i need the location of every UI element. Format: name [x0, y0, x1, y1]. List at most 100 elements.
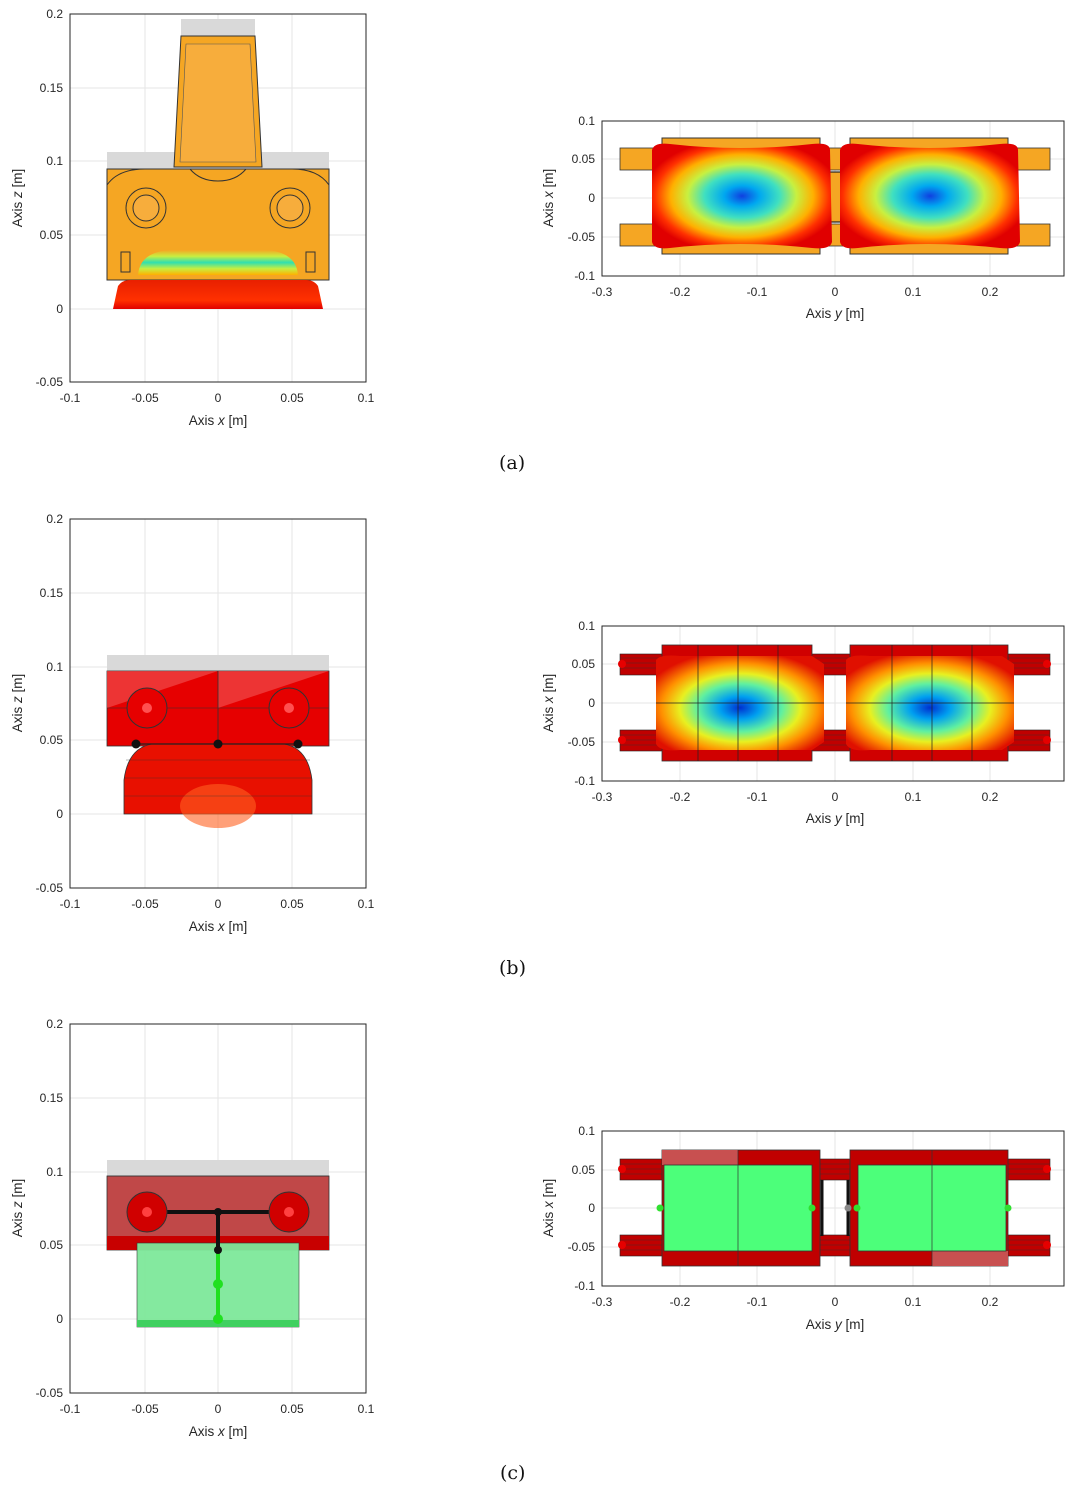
x-axis-label: Axis y [m]: [806, 811, 865, 826]
joint-right: [293, 739, 303, 749]
ytick: -0.1: [574, 774, 595, 788]
ytick: 0.1: [46, 154, 63, 168]
wheel-right-hub-icon: [276, 194, 304, 222]
xtick: 0.1: [905, 790, 922, 804]
panel-b-front: [69, 518, 367, 889]
ticks-c-front: -0.1 -0.05 0 0.05 0.1 -0.05 0 0.05 0.1 0…: [10, 1017, 375, 1439]
xtick: -0.3: [592, 1295, 613, 1309]
pressure-glow: [180, 784, 256, 828]
ytick: 0.2: [46, 1017, 63, 1031]
joint-left: [131, 739, 141, 749]
x-axis-label: Axis y [m]: [806, 306, 865, 321]
plot-box: [601, 1130, 1065, 1287]
ytick: 0.2: [46, 7, 63, 21]
xtick: -0.3: [592, 285, 613, 299]
wheel-right-hub-icon: [284, 1207, 294, 1217]
ytick: -0.1: [574, 269, 595, 283]
ytick: -0.1: [574, 1279, 595, 1293]
xtick: 0.1: [905, 285, 922, 299]
xtick: 0.2: [982, 285, 999, 299]
top-cover: [107, 1160, 329, 1176]
wheel-left-hub-icon: [142, 1207, 152, 1217]
xtick: 0.05: [280, 897, 304, 911]
y-axis-label: Axis z [m]: [10, 1179, 25, 1238]
ytick: 0.2: [46, 512, 63, 526]
ytick: -0.05: [36, 375, 64, 389]
mast-inner: [179, 43, 257, 163]
xtick: 0.05: [280, 1402, 304, 1416]
end-marker: [618, 660, 626, 668]
end-marker: [618, 736, 626, 744]
wheel-left-hub-icon: [142, 703, 152, 713]
xtick: -0.05: [131, 1402, 159, 1416]
xtick: 0: [832, 790, 839, 804]
ytick: 0.1: [46, 1165, 63, 1179]
xtick: -0.05: [131, 897, 159, 911]
ytick: 0: [588, 1201, 595, 1215]
x-axis-label: Axis x [m]: [189, 1424, 248, 1439]
joint-green: [213, 1279, 223, 1289]
xtick: -0.1: [60, 897, 81, 911]
ytick: 0: [588, 696, 595, 710]
y-axis-label: Axis x [m]: [541, 1179, 556, 1238]
ytick: 0: [588, 191, 595, 205]
ytick: 0.1: [578, 1124, 595, 1138]
joint-center: [213, 739, 223, 749]
xtick: 0.2: [982, 790, 999, 804]
frame-shade: [662, 1150, 738, 1165]
plot-box: [601, 120, 1065, 277]
x-axis-label: Axis x [m]: [189, 413, 248, 428]
ytick: 0.05: [40, 1238, 64, 1252]
joint-green: [808, 1204, 816, 1212]
bracket-right: [305, 251, 316, 273]
ytick: 0.05: [572, 1163, 596, 1177]
joint-gray: [844, 1204, 852, 1212]
panel-a-front: [69, 13, 367, 383]
subfigure-caption-b: (b): [499, 957, 526, 979]
xtick: 0.1: [358, 897, 375, 911]
plot-box: [601, 625, 1065, 782]
ytick: -0.05: [36, 881, 64, 895]
top-cover: [107, 655, 329, 671]
xtick: 0.05: [280, 391, 304, 405]
ytick: -0.05: [36, 1386, 64, 1400]
xtick: -0.1: [747, 285, 768, 299]
xtick: 0: [215, 897, 222, 911]
end-marker: [618, 1165, 626, 1173]
ytick: 0.1: [578, 619, 595, 633]
ticks-b-front: -0.1 -0.05 0 0.05 0.1 -0.05 0 0.05 0.1 0…: [10, 512, 375, 934]
bracket-left: [120, 251, 131, 273]
xtick: 0.1: [358, 1402, 375, 1416]
ytick: -0.05: [568, 1240, 596, 1254]
subfigure-caption-c: (c): [500, 1462, 526, 1484]
y-axis-label: Axis z [m]: [10, 674, 25, 733]
ytick: 0.15: [40, 81, 64, 95]
frame-shade: [932, 1251, 1008, 1266]
ytick: -0.05: [568, 735, 596, 749]
ticks-c-top: -0.3 -0.2 -0.1 0 0.1 0.2 -0.1 -0.05 0 0.…: [541, 1124, 999, 1332]
ticks-a-top: -0.3 -0.2 -0.1 0 0.1 0.2 -0.1 -0.05 0 0.…: [541, 114, 999, 321]
wheel-left-hub-icon: [132, 194, 160, 222]
xtick: -0.3: [592, 790, 613, 804]
chassis-highlight: [218, 671, 329, 708]
end-marker: [1043, 1241, 1051, 1249]
plot-box: [69, 13, 367, 383]
panel-c-front: [69, 1023, 367, 1394]
y-axis-label: Axis x [m]: [541, 169, 556, 228]
joint-top: [214, 1208, 222, 1216]
wheel-right-hub-icon: [284, 703, 294, 713]
end-marker: [1043, 660, 1051, 668]
xtick: -0.1: [747, 790, 768, 804]
ytick: 0.1: [46, 660, 63, 674]
xtick: -0.2: [670, 1295, 691, 1309]
ytick: -0.05: [568, 230, 596, 244]
panel-a-top: [601, 120, 1065, 277]
end-marker: [1043, 1165, 1051, 1173]
xtick: 0: [215, 1402, 222, 1416]
ytick: 0: [56, 302, 63, 316]
ytick: 0.1: [578, 114, 595, 128]
xtick: 0.1: [358, 391, 375, 405]
ytick: 0: [56, 1312, 63, 1326]
contact-base: [113, 280, 323, 309]
